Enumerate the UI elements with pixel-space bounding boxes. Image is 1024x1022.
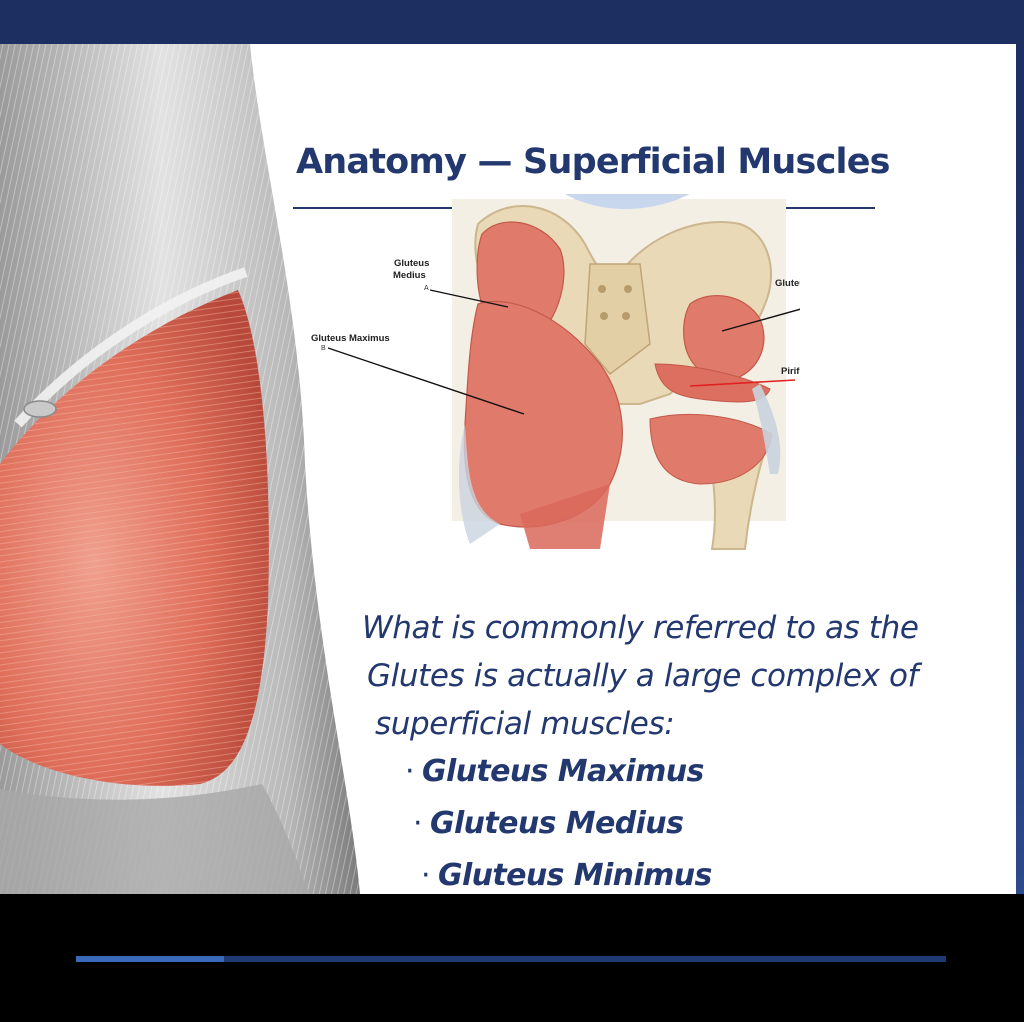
slide-title: Anatomy — Superficial Muscles (296, 142, 891, 182)
body-line-2: Glutes is actually a large complex of (367, 658, 919, 694)
label-gluteus-medius-line1: Gluteus (394, 258, 429, 269)
body-line-1: What is commonly referred to as the (362, 610, 919, 646)
leader-line-medius (429, 289, 509, 308)
playback-progress-bar[interactable] (76, 956, 946, 962)
piriformis-muscle (654, 363, 771, 403)
slide-canvas: Anatomy — Superficial Muscles Gluteus Me… (0, 44, 1016, 894)
label-gluteus-medius-line2: Medius (393, 270, 426, 281)
label-gluteus-maximus-letter: B (321, 345, 326, 352)
body-line-3: superficial muscles: (375, 706, 675, 742)
list-item: ·Gluteus Medius (405, 798, 712, 850)
hamstring-muscles (520, 484, 610, 549)
label-gluteus-maximus: Gluteus Maximus (311, 333, 390, 344)
deep-rotator-muscles (649, 413, 773, 485)
label-gluteus-medius-letter: A (424, 285, 429, 292)
leader-line-maximus (327, 347, 525, 415)
list-item-label: Gluteus Minimus (437, 858, 712, 893)
muscle-list: ·Gluteus Maximus ·Gluteus Medius ·Gluteu… (405, 746, 712, 894)
body-paragraph: What is commonly referred to as the Glut… (340, 604, 1000, 748)
playback-progress-fill (76, 956, 224, 962)
label-piriformis: Piriformis (781, 366, 800, 377)
gluteus-maximus-illustration (0, 44, 372, 894)
spine-top-hint (565, 194, 690, 209)
bullet-dot: · (413, 806, 423, 841)
label-gluteus-minimus: Gluteus Minimus (775, 278, 800, 289)
list-item: ·Gluteus Maximus (405, 746, 712, 798)
bullet-dot: · (405, 754, 415, 789)
bullet-dot: · (421, 858, 431, 893)
leader-line-piriformis (689, 379, 796, 387)
list-item-label: Gluteus Maximus (421, 754, 704, 789)
list-item: ·Gluteus Minimus (405, 850, 712, 894)
list-item-label: Gluteus Medius (429, 806, 684, 841)
leader-line-minimus (721, 308, 800, 332)
gluteal-anatomy-diagram: Gluteus Medius A Gluteus Maximus B Glute… (311, 194, 800, 550)
